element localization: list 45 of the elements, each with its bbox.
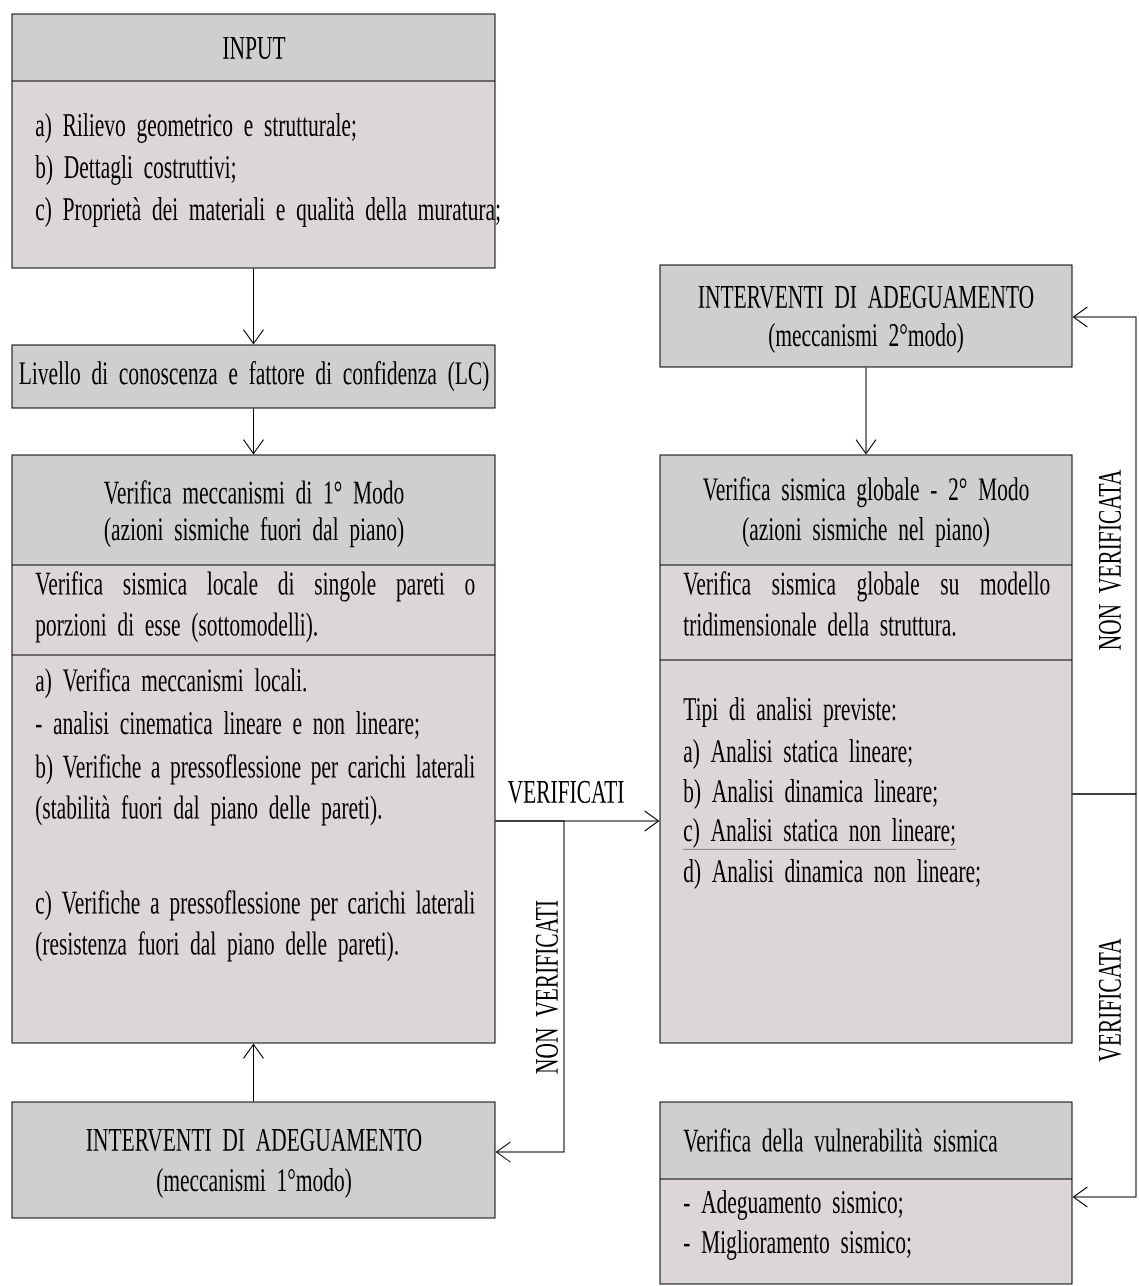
flowchart-box: [11, 454, 496, 1044]
flowchart-box: [11, 1101, 496, 1219]
arrow: [855, 367, 877, 455]
paragraph: c) Verifiche a pressoflessione per carichi laterali (resistenza fuori dal piano delle pareti).: [36, 890, 475, 962]
list-item: - analisi cinematica lineare e non lineare;: [36, 711, 419, 739]
list-item: - Miglioramento sismico;: [684, 1230, 911, 1260]
box-heading: (azioni sismiche fuori dal piano): [104, 516, 404, 548]
list-item: Verifica della vulnerabilità sismica: [683, 1128, 998, 1152]
list-item: b) Analisi dinamica lineare;: [683, 779, 937, 809]
paragraph: Verifica sismica globale su modello tridimensionale della struttura.: [683, 571, 1050, 636]
box-heading: INPUT: [223, 37, 286, 59]
arrow: [243, 408, 264, 455]
box-heading: Verifica sismica globale - 2° Modo: [702, 476, 1029, 508]
flowchart-box: [659, 454, 1073, 1044]
box-heading: Verifica meccanismi di 1° Modo: [104, 480, 404, 504]
box-heading: (meccanismi 1°modo): [157, 1168, 351, 1198]
box-heading: (meccanismi 2°modo): [769, 323, 963, 353]
list-item: - Adeguamento sismico;: [684, 1190, 902, 1220]
arrow: [243, 268, 264, 345]
arrow: [243, 1043, 264, 1102]
paragraph: Verifica sismica locale di singole pareti o porzioni di esse (sottomodelli).: [35, 571, 475, 643]
list-item: a) Rilievo geometrico e strutturale;: [35, 113, 356, 143]
arrow: [1072, 306, 1137, 795]
flowchart-box: [11, 344, 496, 409]
edge-label: NON VERIFICATA: [1098, 469, 1122, 650]
list-item: c) Analisi statica non lineare;: [683, 818, 957, 850]
list-item: Tipi di analisi previste:: [683, 697, 896, 727]
flowchart-box: [659, 264, 1073, 368]
list-item: d) Analisi dinamica non lineare;: [683, 859, 980, 889]
flowchart-box: [11, 13, 500, 269]
list-item: a) Analisi statica lineare;: [683, 739, 912, 769]
box-heading: (azioni sismiche nel piano): [743, 517, 989, 547]
box-heading: Livello di conoscenza e fattore di confidenza (LC): [19, 360, 489, 392]
edge-label: VERIFICATA: [1098, 938, 1122, 1062]
arrow: [495, 820, 565, 1163]
edge-label: VERIFICATI: [507, 780, 624, 804]
arrow: [1072, 793, 1137, 1208]
paragraph: b) Verifiche a pressoflessione per carichi laterali (stabilità fuori dal piano delle pareti).: [35, 754, 475, 826]
box-heading: INTERVENTI DI ADEGUAMENTO: [86, 1128, 422, 1152]
list-item: b) Dettagli costruttivi;: [35, 155, 235, 185]
list-item: a) Verifica meccanismi locali.: [35, 667, 306, 699]
box-heading: INTERVENTI DI ADEGUAMENTO: [698, 285, 1034, 309]
edge-label: NON VERIFICATI: [535, 900, 559, 1074]
list-item: c) Proprietà dei materiali e qualità della muratura;: [36, 197, 500, 227]
flowchart-box: [659, 1101, 1073, 1285]
